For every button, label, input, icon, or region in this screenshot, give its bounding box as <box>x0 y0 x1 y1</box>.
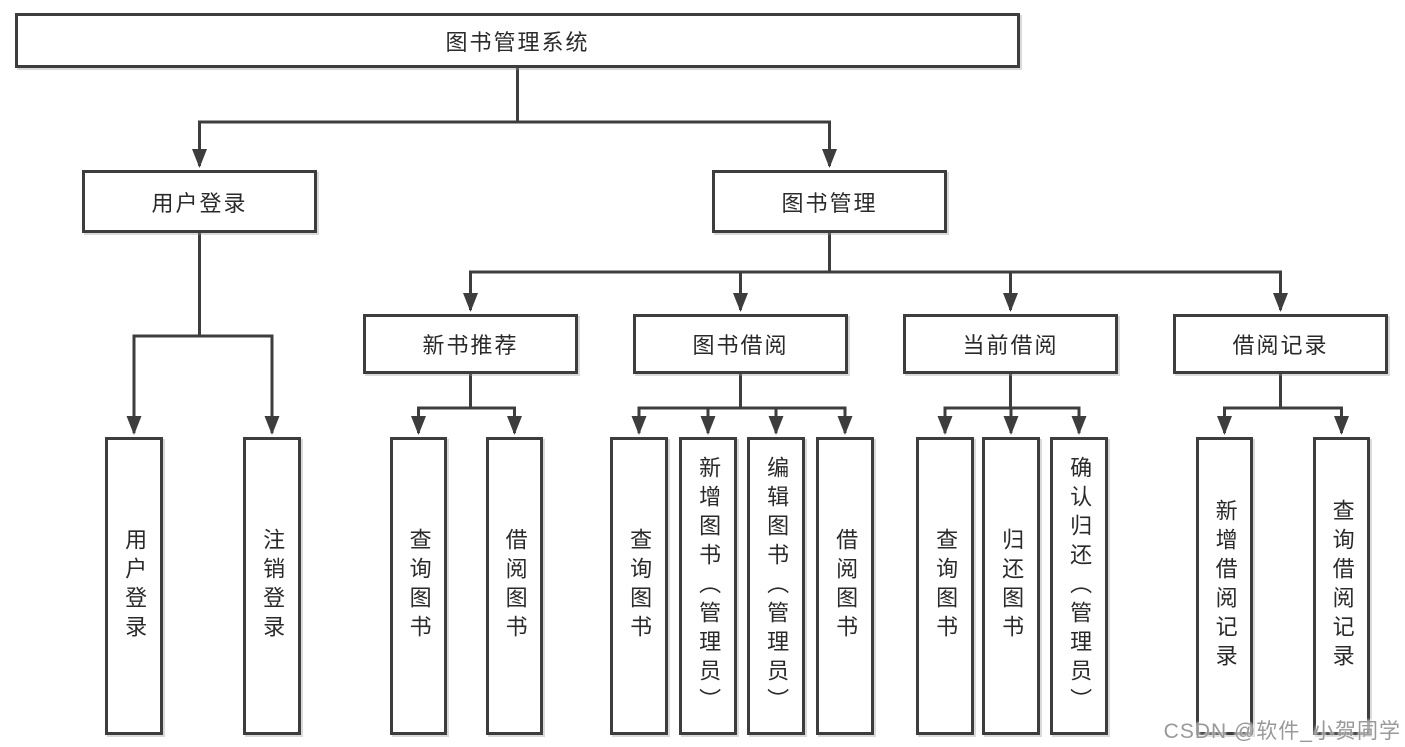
node-new-book-recommend: 新书推荐 <box>363 314 578 374</box>
leaf-add-books-admin: 新增图书（管理员） <box>679 437 737 735</box>
node-label: 查询借阅记录 <box>1329 499 1355 673</box>
node-label: 图书借阅 <box>692 333 789 358</box>
wire-user-login-to-leaves <box>126 233 280 435</box>
leaf-query-books-borrow: 查询图书 <box>610 437 668 735</box>
leaf-borrow-books-recommend: 借阅图书 <box>486 437 543 735</box>
node-current-borrow: 当前借阅 <box>903 314 1118 374</box>
wire-borrow-records-to-leaves <box>1217 374 1349 435</box>
node-label: 当前借阅 <box>962 333 1059 358</box>
node-label: 确认归还（管理员） <box>1067 455 1093 717</box>
wire-new-book-recommend-to-leaves <box>411 374 522 435</box>
leaf-logout: 注销登录 <box>243 437 301 735</box>
leaf-return-books: 归还图书 <box>982 437 1040 735</box>
leaf-query-books-recommend: 查询图书 <box>390 437 447 735</box>
leaf-confirm-return-admin: 确认归还（管理员） <box>1050 437 1108 735</box>
node-label: 用户登录 <box>122 528 148 644</box>
node-root-library-system: 图书管理系统 <box>15 13 1020 68</box>
node-label: 编辑图书（管理员） <box>764 455 790 717</box>
node-label: 新增图书（管理员） <box>696 455 722 717</box>
leaf-edit-books-admin: 编辑图书（管理员） <box>747 437 805 735</box>
node-label: 借阅图书 <box>502 528 528 644</box>
leaf-query-borrow-record: 查询借阅记录 <box>1313 437 1370 735</box>
wire-current-borrow-to-leaves <box>937 374 1087 435</box>
node-label: 归还图书 <box>999 528 1025 644</box>
leaf-query-books-current: 查询图书 <box>916 437 974 735</box>
node-borrow-records: 借阅记录 <box>1173 314 1388 374</box>
node-label: 借阅记录 <box>1232 333 1329 358</box>
wire-book-borrow-to-leaves <box>631 374 853 435</box>
node-user-login: 用户登录 <box>82 170 317 233</box>
node-label: 图书管理系统 <box>445 29 590 55</box>
node-book-borrow: 图书借阅 <box>633 314 848 374</box>
leaf-borrow-books: 借阅图书 <box>816 437 874 735</box>
node-label: 新书推荐 <box>422 333 519 358</box>
node-label: 查询图书 <box>406 528 432 644</box>
node-label: 图书管理 <box>781 190 878 216</box>
node-book-management: 图书管理 <box>712 170 947 233</box>
wire-root-to-level2 <box>192 68 837 168</box>
node-label: 借阅图书 <box>833 528 859 644</box>
node-label: 用户登录 <box>151 190 248 216</box>
node-label: 新增借阅记录 <box>1212 499 1238 673</box>
node-label: 注销登录 <box>260 528 286 644</box>
leaf-add-borrow-record: 新增借阅记录 <box>1196 437 1253 735</box>
node-label: 查询图书 <box>627 528 653 644</box>
node-label: 查询图书 <box>933 528 959 644</box>
wire-book-management-to-level3 <box>463 233 1288 312</box>
csdn-watermark: CSDN @软件_小贺同学 <box>1163 720 1401 743</box>
leaf-user-login: 用户登录 <box>105 437 163 735</box>
